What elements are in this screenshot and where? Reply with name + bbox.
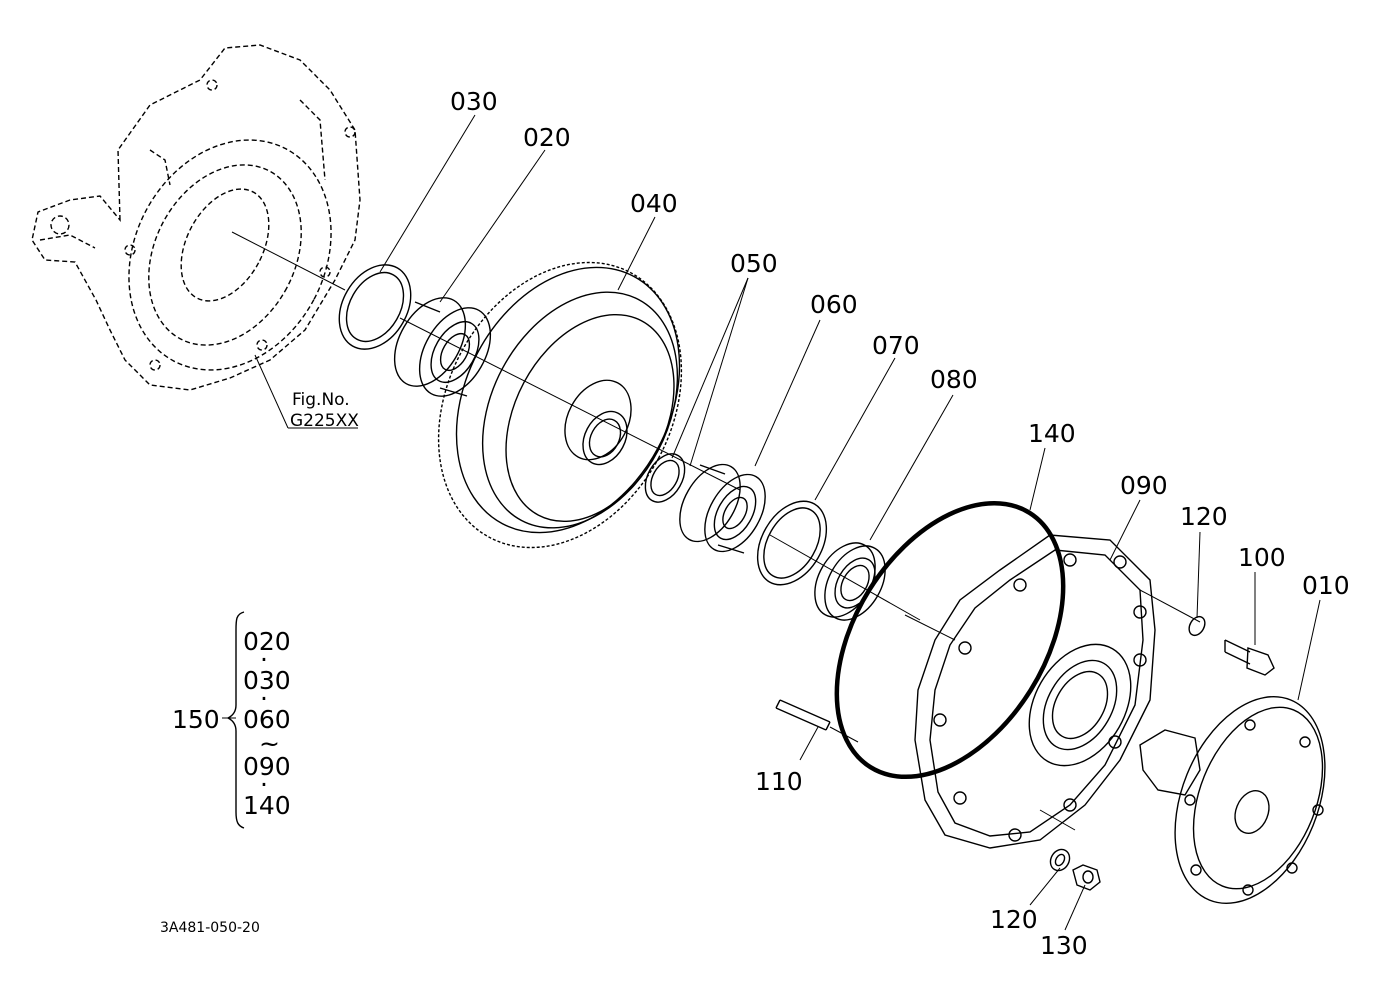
callout-120-lower: 120: [990, 905, 1038, 934]
callout-080: 080: [930, 365, 978, 394]
assembly-label: 150: [172, 705, 220, 734]
part-060-bearing: [679, 463, 766, 554]
figure-ref-line1: Fig.No.: [292, 390, 350, 410]
callout-110: 110: [755, 767, 803, 796]
assembly-150-group: 150 020 · 030 · 060 ~ 090 · 140: [172, 611, 291, 829]
housing-reference-part: [31, 44, 361, 391]
part-010-flange-shaft: [1139, 695, 1326, 905]
callout-060: 060: [810, 290, 858, 319]
drawing-number: 3A481-050-20: [160, 920, 260, 936]
part-140-o-ring: [834, 500, 1066, 780]
part-050-split-ring: [644, 453, 686, 503]
assembly-sep-1: ·: [260, 684, 268, 713]
callout-040: 040: [630, 189, 678, 218]
callout-100: 100: [1238, 543, 1286, 572]
callout-120-upper: 120: [1180, 502, 1228, 531]
part-130-nut: [1072, 864, 1101, 891]
callout-130: 130: [1040, 931, 1088, 960]
part-090-cover: [904, 534, 1156, 849]
callout-labels: 030 020 040 050 060 070 080 140 090 120 …: [450, 87, 1350, 960]
part-120-washer-lower: [1049, 848, 1071, 872]
part-020-bearing: [393, 297, 492, 397]
leader-lines: [254, 114, 1321, 931]
assembly-item-4: 140: [243, 791, 291, 820]
part-030-ring: [338, 264, 412, 350]
figure-reference: Fig.No. G225XX: [290, 390, 359, 431]
assembly-item-3: 090: [243, 752, 291, 781]
callout-020: 020: [523, 123, 571, 152]
callout-070: 070: [872, 331, 920, 360]
part-040-gear: [437, 261, 683, 549]
part-110-stud: [775, 699, 859, 743]
figure-ref-line2: G225XX: [290, 411, 359, 431]
callout-090: 090: [1120, 471, 1168, 500]
callout-010: 010: [1302, 571, 1350, 600]
assembly-sep-0: ·: [260, 645, 268, 674]
callout-140: 140: [1028, 419, 1076, 448]
assembly-item-1: 030: [243, 666, 291, 695]
assembly-item-2: 060: [243, 705, 291, 734]
callout-050: 050: [730, 249, 778, 278]
callout-030: 030: [450, 87, 498, 116]
assembly-item-0: 020: [243, 627, 291, 656]
part-100-bolt: [1224, 639, 1275, 676]
assembly-sep-3: ·: [260, 770, 268, 799]
part-120-washer-upper: [1188, 615, 1206, 637]
part-070-ring: [756, 500, 828, 586]
assembly-sep-2: ~: [259, 729, 280, 758]
